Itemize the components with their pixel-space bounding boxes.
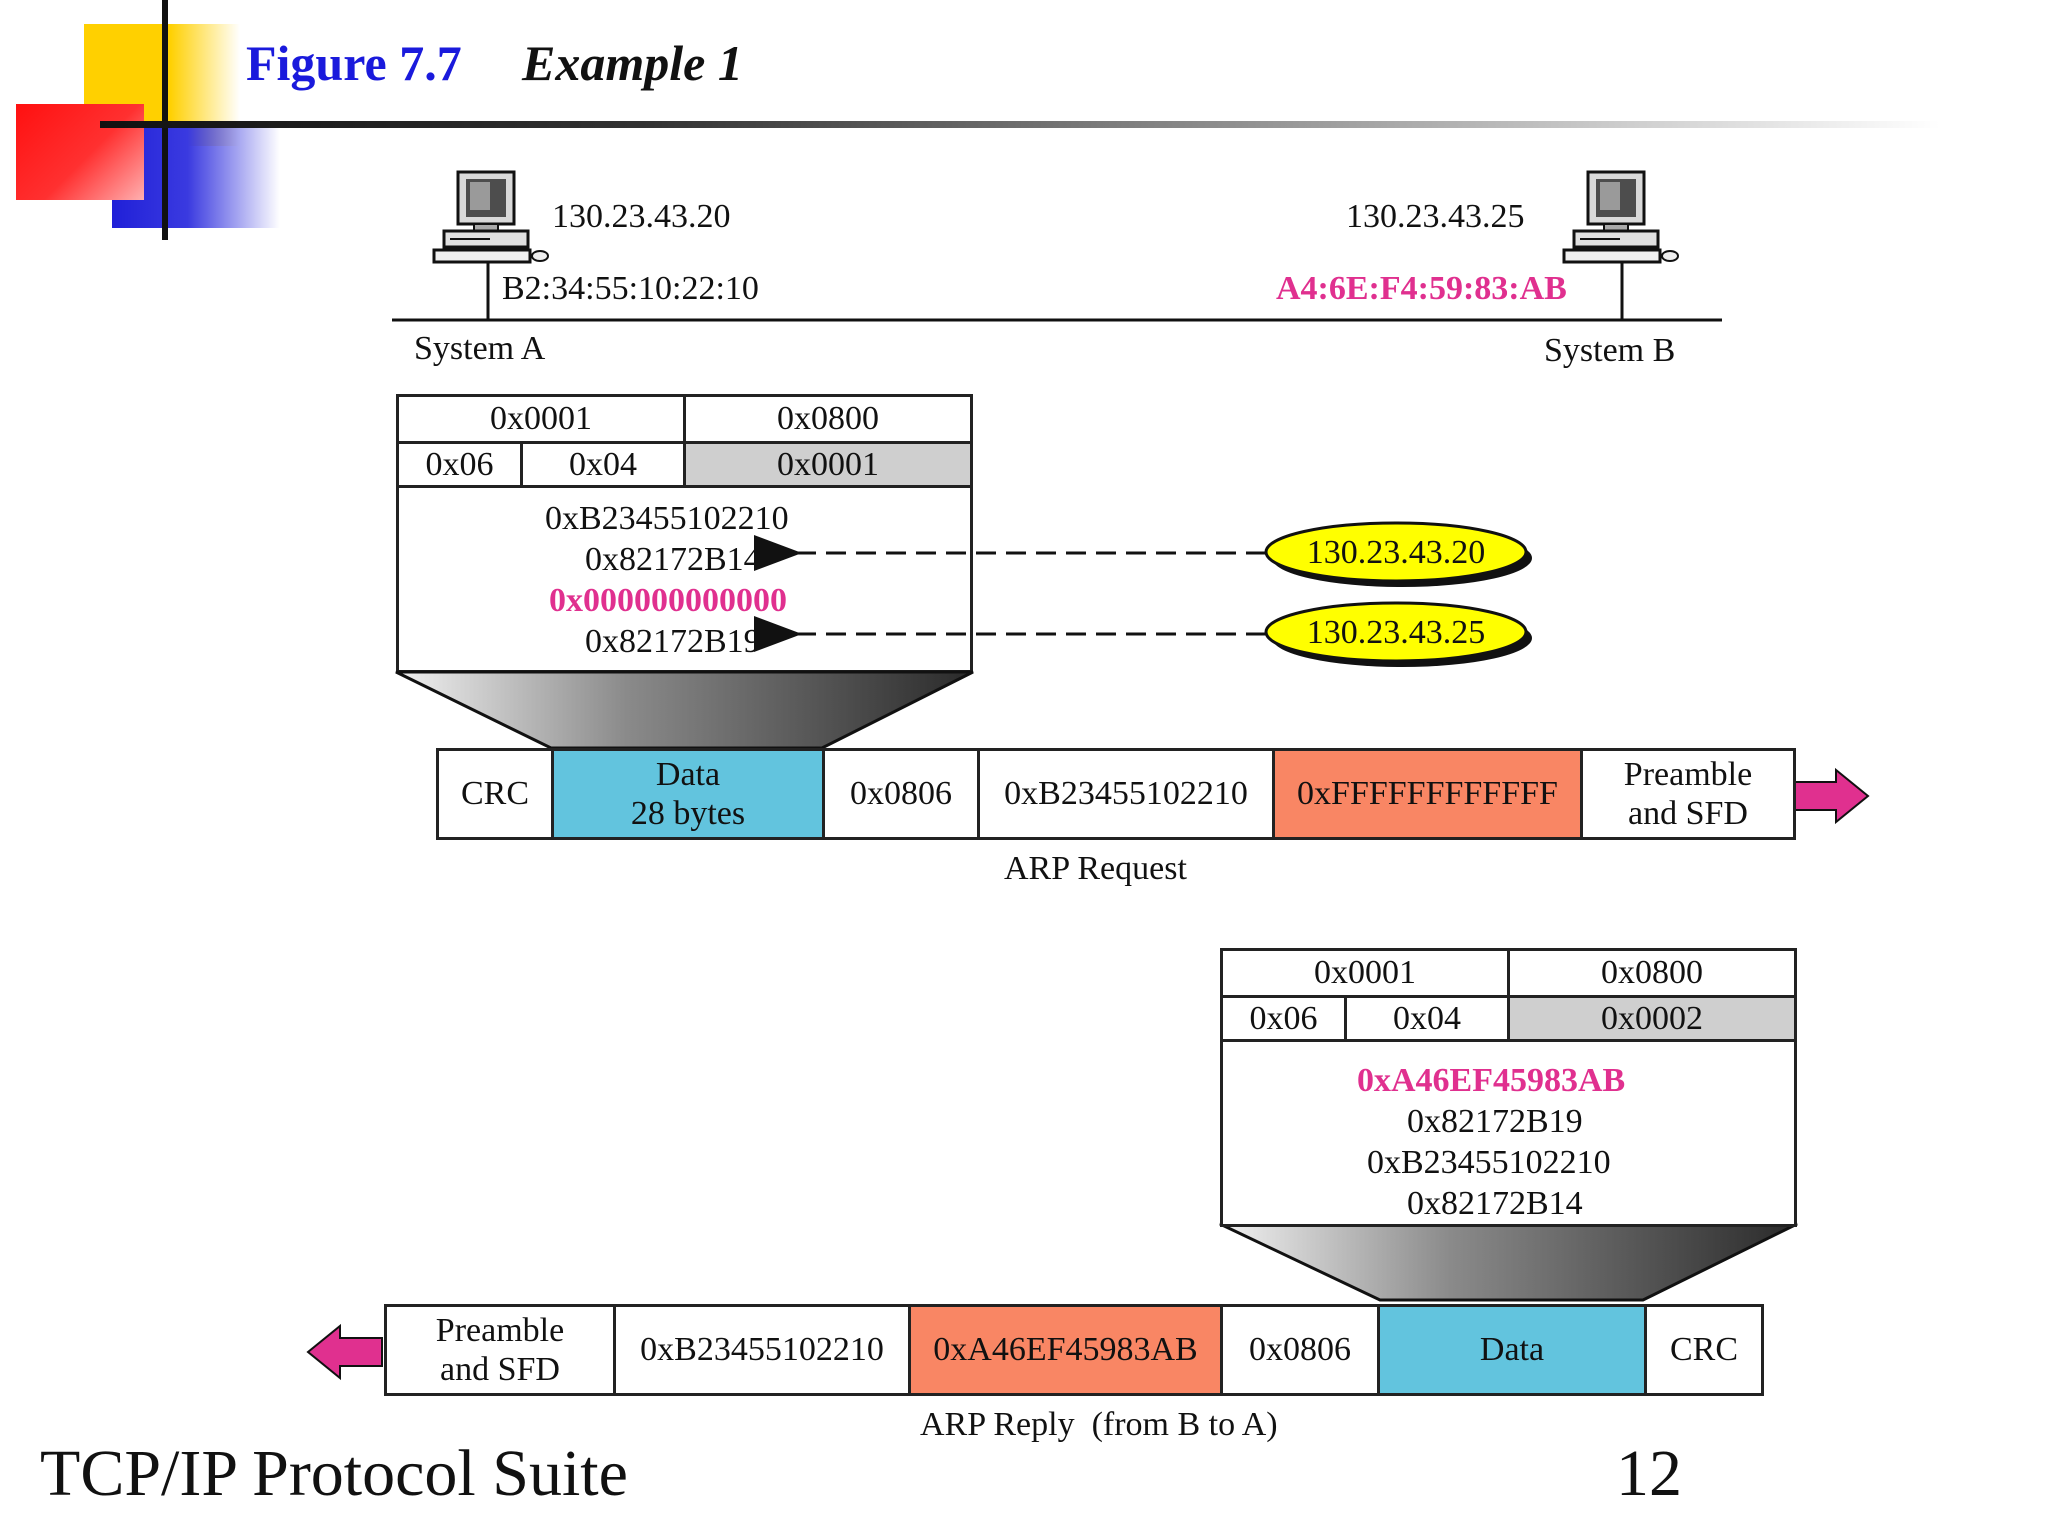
- reply-proto-type: 0x0800: [1507, 948, 1797, 998]
- reply-caption: ARP Reply (from B to A): [920, 1406, 1278, 1443]
- request-hw-len: 0x06: [396, 441, 523, 488]
- request-proto-type: 0x0800: [683, 394, 973, 444]
- red-square-decoration: [16, 104, 144, 200]
- system-b-ip: 130.23.43.25: [1346, 198, 1525, 235]
- request-caption: ARP Request: [1004, 850, 1187, 887]
- callout-target-ip: 130.23.43.25: [1306, 614, 1486, 651]
- request-frame-source: 0xB23455102210: [977, 748, 1275, 840]
- system-a-mac: B2:34:55:10:22:10: [502, 270, 759, 307]
- reply-frame-type: 0x0806: [1220, 1304, 1380, 1396]
- request-target-ip: 0x82172B19: [585, 623, 761, 660]
- figure-title: Example 1: [522, 35, 743, 91]
- request-preamble-line2: and SFD: [1628, 795, 1748, 832]
- request-operation: 0x0001: [683, 441, 973, 488]
- system-a-label: System A: [414, 330, 546, 367]
- computer-icon: [1562, 170, 1679, 264]
- reply-hw-type: 0x0001: [1220, 948, 1510, 998]
- reply-operation: 0x0002: [1507, 995, 1797, 1042]
- reply-frame-crc: CRC: [1644, 1304, 1764, 1396]
- request-frame-data: Data 28 bytes: [551, 748, 825, 840]
- reply-address-block: 0xA46EF45983AB 0x82172B19 0xB23455102210…: [1220, 1039, 1797, 1227]
- system-b-label: System B: [1544, 332, 1676, 369]
- figure-number: Figure 7.7: [246, 35, 462, 91]
- reply-frame-preamble: Preamble and SFD: [384, 1304, 616, 1396]
- title-rule: [100, 121, 1940, 128]
- request-frame-dest: 0xFFFFFFFFFFFF: [1272, 748, 1583, 840]
- request-preamble-line1: Preamble: [1623, 755, 1753, 793]
- request-frame-data-size: 28 bytes: [630, 795, 746, 832]
- computer-icon: [432, 170, 549, 264]
- reply-frame-data: Data: [1377, 1304, 1647, 1396]
- system-a-ip: 130.23.43.20: [552, 198, 731, 235]
- request-frame-data-label: Data: [655, 755, 721, 793]
- callout-sender-ip: 130.23.43.20: [1306, 534, 1486, 571]
- request-address-block: 0xB23455102210 0x82172B14 0x000000000000…: [396, 485, 973, 673]
- reply-preamble-line1: Preamble: [435, 1311, 565, 1349]
- reply-sender-ip: 0x82172B19: [1407, 1103, 1583, 1140]
- page-number: 12: [1616, 1437, 1682, 1510]
- request-sender-ip: 0x82172B14: [585, 541, 761, 578]
- request-sender-mac: 0xB23455102210: [545, 500, 789, 537]
- footer-course-title: TCP/IP Protocol Suite: [40, 1437, 628, 1510]
- reply-hw-len: 0x06: [1220, 995, 1347, 1042]
- request-frame-type: 0x0806: [822, 748, 980, 840]
- reply-target-ip: 0x82172B14: [1407, 1185, 1583, 1222]
- vertical-rule-decoration: [162, 0, 168, 240]
- corner-decoration: [0, 0, 300, 240]
- request-frame-preamble: Preamble and SFD: [1580, 748, 1796, 840]
- request-proto-len: 0x04: [520, 441, 686, 488]
- reply-frame-dest: 0xB23455102210: [613, 1304, 911, 1396]
- reply-preamble-line2: and SFD: [440, 1351, 560, 1388]
- reply-sender-mac: 0xA46EF45983AB: [1357, 1062, 1626, 1099]
- request-frame-crc: CRC: [436, 748, 554, 840]
- reply-proto-len: 0x04: [1344, 995, 1510, 1042]
- request-target-mac: 0x000000000000: [549, 582, 787, 619]
- reply-target-mac: 0xB23455102210: [1367, 1144, 1611, 1181]
- system-b-mac: A4:6E:F4:59:83:AB: [1276, 270, 1567, 307]
- reply-frame-source: 0xA46EF45983AB: [908, 1304, 1223, 1396]
